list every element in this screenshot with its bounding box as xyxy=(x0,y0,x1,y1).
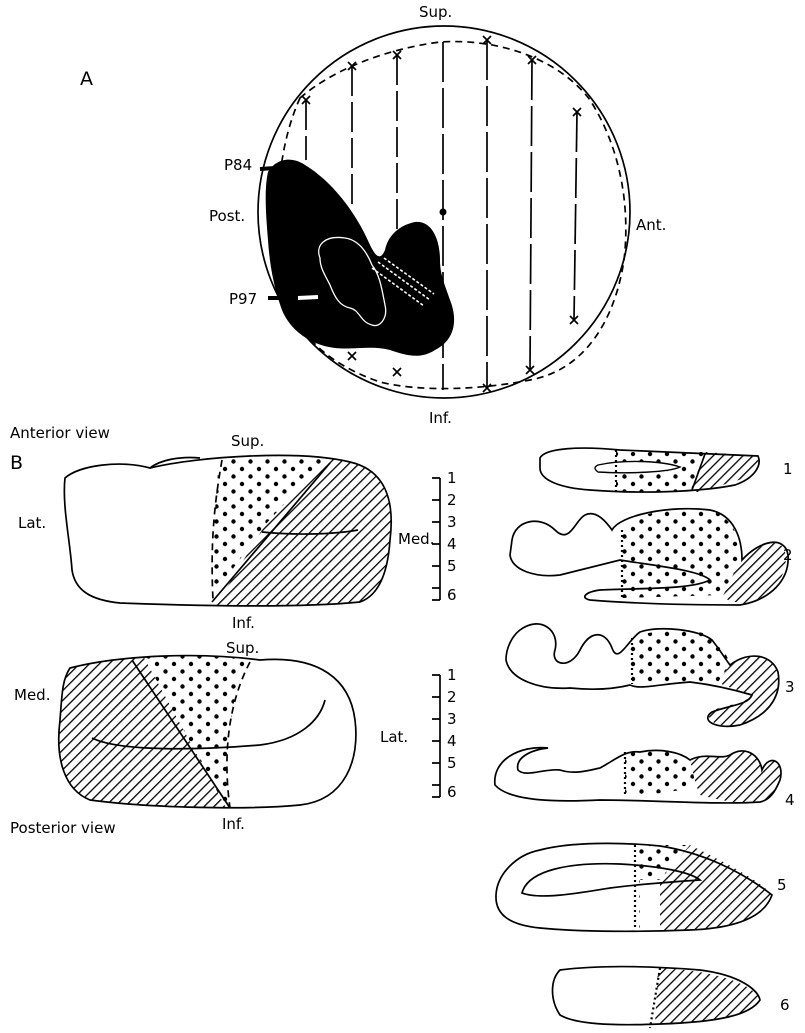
section-4-hatched xyxy=(690,751,781,803)
section-1: 1 xyxy=(540,448,793,492)
posterior-lat: Lat. xyxy=(380,728,408,746)
label-p84: P84 xyxy=(224,156,252,174)
section-5-number: 5 xyxy=(777,876,787,894)
fixation-point xyxy=(440,209,447,216)
anterior-level-1: 1 xyxy=(447,469,457,487)
probe-p84-marker xyxy=(260,167,290,169)
anterior-level-4: 4 xyxy=(447,535,457,553)
posterior-level-3: 3 xyxy=(447,710,457,728)
label-ant: Ant. xyxy=(636,216,666,234)
anterior-level-6: 6 xyxy=(447,586,457,604)
posterior-level-6: 6 xyxy=(447,783,457,801)
section-4-number: 4 xyxy=(785,791,795,809)
blackout-region xyxy=(266,160,454,356)
posterior-level-5: 5 xyxy=(447,754,457,772)
panel-a-label: A xyxy=(80,68,93,90)
posterior-view-title: Posterior view xyxy=(10,819,116,837)
posterior-med: Med. xyxy=(14,686,50,704)
section-2-number: 2 xyxy=(783,546,793,564)
posterior-inf: Inf. xyxy=(222,815,245,833)
label-inf: Inf. xyxy=(429,409,452,427)
posterior-level-1: 1 xyxy=(447,666,457,684)
anterior-inf: Inf. xyxy=(232,614,255,632)
label-sup: Sup. xyxy=(419,3,452,21)
section-6-number: 6 xyxy=(780,996,790,1014)
panel-b: B Anterior view Posterior view Sup. Inf.… xyxy=(10,424,795,1028)
anterior-level-3: 3 xyxy=(447,513,457,531)
section-3-dotted xyxy=(630,630,730,683)
anterior-view: Sup. Inf. Lat. Med. 1 2 3 4 5 6 xyxy=(18,432,457,632)
posterior-level-2: 2 xyxy=(447,688,457,706)
anterior-level-scale: 1 2 3 4 5 6 xyxy=(432,469,457,604)
section-3: 3 xyxy=(506,624,795,726)
panel-b-label: B xyxy=(10,452,23,474)
panel-a: A Sup. Inf. Post. Ant. P84 P97 xyxy=(80,3,666,427)
anterior-view-title: Anterior view xyxy=(10,424,110,442)
probe-p97-white xyxy=(298,297,318,298)
section-2: 2 xyxy=(510,508,793,605)
section-4-dotted xyxy=(625,749,696,795)
anterior-lat: Lat. xyxy=(18,514,46,532)
section-6: 6 xyxy=(553,967,790,1028)
anterior-level-5: 5 xyxy=(447,557,457,575)
label-p97: P97 xyxy=(229,290,257,308)
label-post: Post. xyxy=(209,207,245,225)
posterior-sup: Sup. xyxy=(226,639,259,657)
section-1-number: 1 xyxy=(783,460,793,478)
posterior-view: Sup. Inf. Med. Lat. 1 2 3 4 5 6 xyxy=(14,639,457,833)
anterior-med: Med. xyxy=(398,530,434,548)
anterior-level-2: 2 xyxy=(447,491,457,509)
posterior-level-4: 4 xyxy=(447,732,457,750)
section-4: 4 xyxy=(495,748,795,809)
anterior-sup: Sup. xyxy=(231,432,264,450)
section-2-dotted xyxy=(622,508,740,598)
section-5: 5 xyxy=(496,843,787,931)
section-3-number: 3 xyxy=(785,678,795,696)
posterior-level-scale: 1 2 3 4 5 6 xyxy=(432,666,457,801)
section-6-hatched xyxy=(655,968,760,1024)
